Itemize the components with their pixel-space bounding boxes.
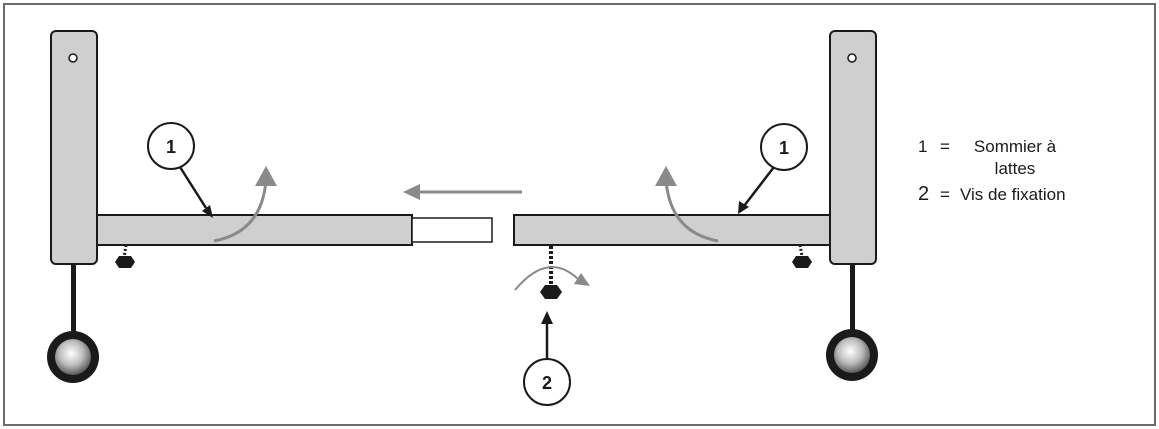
legend-item-2-number: 2 [918, 183, 930, 205]
callout-1-right: 1 [738, 123, 808, 214]
legend-item-1-number: 1 [918, 137, 928, 156]
legend-item-2-text: Vis de fixation [960, 185, 1066, 204]
callout-2: 2 [523, 311, 571, 406]
callout-2-label: 2 [542, 373, 552, 393]
legend-item-1-equals: = [940, 137, 950, 156]
left-rail-extension [411, 217, 493, 243]
screw-rotation-arrow-icon [514, 266, 590, 291]
right-caster-wheel-icon [826, 329, 878, 381]
legend-item-2-equals: = [940, 185, 950, 204]
left-slatted-rail [96, 214, 493, 246]
left-post-hole-icon [68, 53, 78, 63]
left-bed-post [50, 30, 98, 340]
legend: 1 = Sommier à lattes 2 = Vis de fixation [918, 136, 1070, 207]
legend-item-1-text: Sommier à lattes [973, 137, 1057, 178]
right-slatted-rail [513, 214, 831, 246]
right-bed-post [829, 30, 877, 340]
right-lift-arrow-icon [655, 166, 719, 243]
left-lift-arrow-icon [213, 166, 277, 243]
legend-item-2: 2 = Vis de fixation [918, 182, 1070, 207]
callout-1-right-label: 1 [779, 138, 789, 158]
legend-item-1: 1 = Sommier à lattes [918, 136, 1070, 180]
callout-1-left-label: 1 [166, 137, 176, 157]
direction-arrow-icon [403, 184, 522, 200]
left-caster-wheel-icon [47, 331, 99, 383]
right-small-screw-icon [792, 244, 812, 268]
center-fixing-screw-icon [540, 246, 562, 299]
callout-1-left: 1 [147, 122, 213, 218]
right-post-hole-icon [847, 53, 857, 63]
left-small-screw-icon [115, 244, 135, 268]
